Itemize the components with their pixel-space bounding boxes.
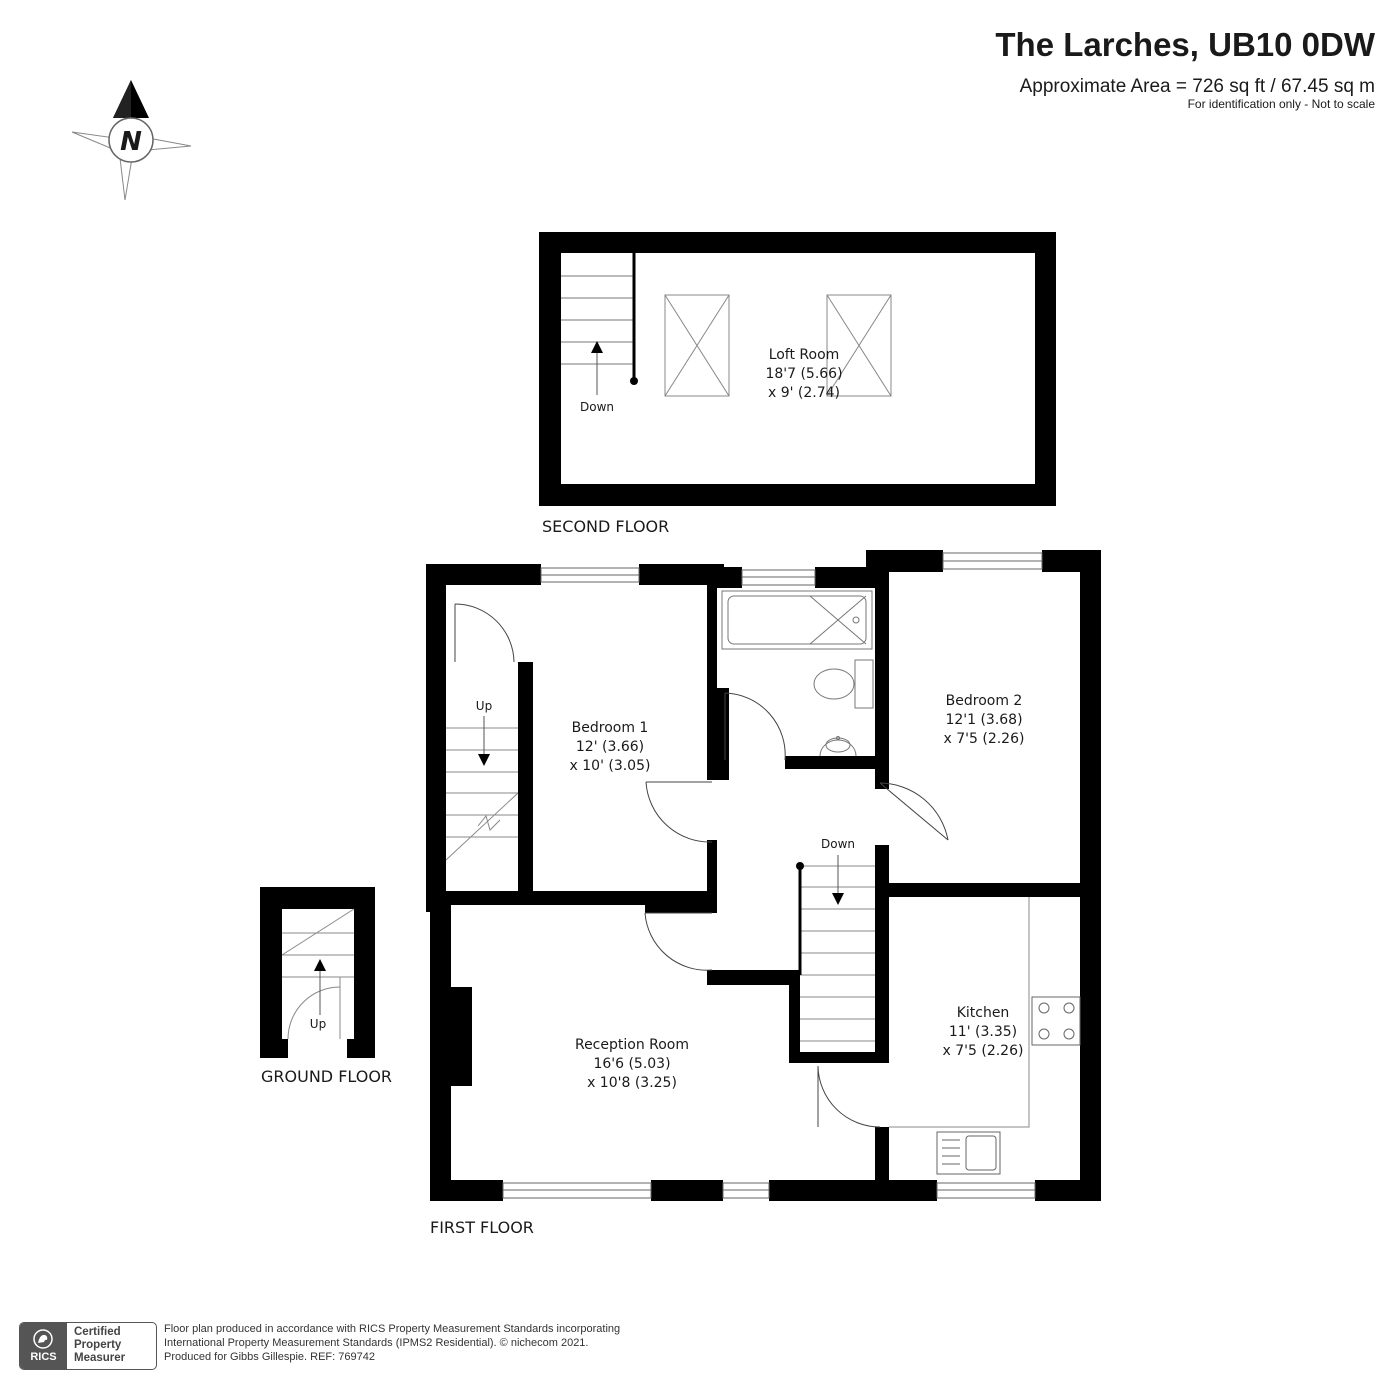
approximate-area: Approximate Area = 726 sq ft / 67.45 sq … — [1019, 76, 1375, 97]
skylight-icon — [664, 294, 730, 397]
windows — [502, 552, 1043, 1199]
first-floor-plan: Up Down — [426, 550, 1101, 1237]
bedroom1-dim1: 12' (3.66) — [576, 739, 644, 755]
loft-stair-arrow-icon — [591, 341, 603, 395]
bedroom2-name: Bedroom 2 — [946, 693, 1023, 709]
door-swings — [454, 603, 949, 1128]
kitchen-name: Kitchen — [957, 1005, 1010, 1021]
second-floor-label: SECOND FLOOR — [542, 517, 669, 536]
up-stair-arrow-icon — [478, 716, 490, 766]
first-floor-walls — [426, 550, 1101, 1201]
ground-floor-plan: Up GROUND FLOOR — [260, 887, 392, 1086]
ground-stairs — [281, 908, 355, 1040]
first-floor-down-stairs — [800, 865, 875, 1042]
rics-certified-badge: RICS Certified Property Measurer — [19, 1322, 157, 1370]
rics-org-label: RICS — [30, 1351, 57, 1363]
second-floor-plan: Down Loft Room 18'7 (5.66) x 9' (2.74) S… — [539, 232, 1056, 536]
bedroom2-dim2: x 7'5 (2.26) — [944, 731, 1025, 747]
reception-dim2: x 10'8 (3.25) — [587, 1075, 677, 1091]
ground-floor-label: GROUND FLOOR — [261, 1067, 392, 1086]
handrail-post — [630, 377, 638, 385]
down-stair-arrow-icon — [832, 855, 844, 905]
toilet-icon — [813, 659, 874, 709]
rics-lion-icon — [33, 1329, 53, 1349]
handrail-post — [796, 862, 804, 870]
first-floor-up-stairs — [445, 727, 519, 861]
loft-stairs-label: Down — [580, 400, 614, 414]
ground-stair-arrow-icon — [314, 959, 326, 1015]
loft-room-dim2: x 9' (2.74) — [768, 385, 840, 401]
compass-north-label: N — [120, 127, 142, 157]
bedroom1-name: Bedroom 1 — [572, 720, 649, 736]
badge-line1: Certified — [74, 1326, 121, 1338]
property-title: The Larches, UB10 0DW — [995, 26, 1375, 63]
footer-line2: International Property Measurement Stand… — [164, 1337, 589, 1349]
first-floor-down-label: Down — [821, 837, 855, 851]
bathtub-icon — [721, 590, 873, 650]
sink-icon — [936, 1131, 1001, 1175]
ground-stairs-label: Up — [310, 1017, 326, 1031]
basin-icon — [819, 736, 857, 757]
loft-room-dim1: 18'7 (5.66) — [765, 366, 842, 382]
rics-logo-panel: RICS — [20, 1323, 67, 1369]
badge-line3: Measurer — [74, 1352, 126, 1364]
bedroom1-dim2: x 10' (3.05) — [570, 758, 651, 774]
reception-name: Reception Room — [575, 1037, 689, 1053]
kitchen-worktop — [889, 897, 1030, 1128]
reception-dim1: 16'6 (5.03) — [593, 1056, 670, 1072]
kitchen-dim1: 11' (3.35) — [949, 1024, 1017, 1040]
badge-text: Certified Property Measurer — [74, 1326, 125, 1365]
badge-line2: Property — [74, 1339, 122, 1351]
identification-note: For identification only - Not to scale — [1187, 97, 1375, 111]
footer-line3: Produced for Gibbs Gillespie. REF: 76974… — [164, 1351, 375, 1363]
skylight-icon — [826, 294, 892, 397]
first-floor-label: FIRST FLOOR — [430, 1218, 534, 1237]
hob-icon — [1031, 996, 1081, 1046]
first-floor-up-label: Up — [476, 699, 492, 713]
kitchen-dim2: x 7'5 (2.26) — [943, 1043, 1024, 1059]
ground-floor-walls — [260, 887, 375, 1058]
footer-line1: Floor plan produced in accordance with R… — [164, 1323, 621, 1335]
loft-room-name: Loft Room — [769, 347, 840, 363]
footer-credits: Floor plan produced in accordance with R… — [164, 1322, 620, 1364]
bedroom2-dim1: 12'1 (3.68) — [945, 712, 1022, 728]
compass-icon: N — [71, 80, 192, 201]
